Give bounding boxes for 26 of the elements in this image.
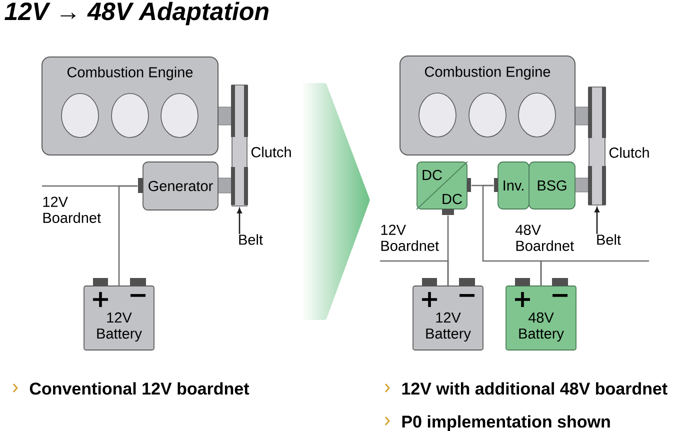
wire-label: 48V Boardnet — [516, 224, 574, 251]
connector-line — [540, 260, 649, 286]
module-box: BSG — [528, 162, 576, 210]
list-item: P0 implementation shown — [402, 415, 610, 431]
arrow — [237, 208, 242, 234]
connector-line — [118, 185, 138, 286]
side-label: Clutch — [609, 147, 649, 158]
module-box: Inv. — [494, 162, 530, 210]
wire-label: 12V Boardnet — [43, 196, 101, 223]
minus-sign: − — [552, 294, 568, 297]
list-item: 12V with additional 48V boardnet — [402, 382, 668, 395]
leader-text: Belt — [597, 234, 621, 245]
wire-label: 12V Boardnet — [381, 224, 439, 251]
minus-sign: − — [460, 294, 475, 297]
minus-sign: − — [130, 294, 146, 297]
plus-sign: + — [422, 292, 438, 308]
heading: 12V → 48V Adaptation — [4, 2, 268, 26]
side-label: Clutch — [251, 146, 291, 158]
plus-sign: + — [515, 292, 530, 308]
converter-box: DC DC — [416, 161, 471, 215]
connector-line — [380, 260, 449, 286]
generator-box: Generator — [138, 162, 218, 210]
arrow — [594, 207, 600, 234]
plus-sign: + — [93, 292, 108, 308]
list-item: Conventional 12V boardnet — [30, 382, 250, 395]
leader-text: Belt — [239, 234, 263, 245]
